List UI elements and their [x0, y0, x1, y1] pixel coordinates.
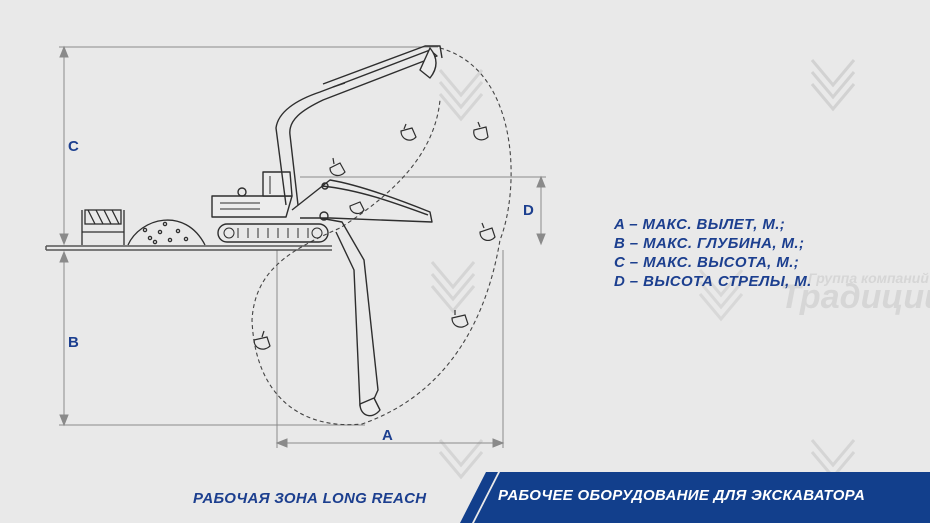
diagram-caption: РАБОЧАЯ ЗОНА LONG REACH [193, 490, 427, 507]
legend-item-d: D – ВЫСОТА СТРЕЛЫ, М. [614, 273, 812, 290]
dimension-c-label: C [68, 138, 79, 155]
chevron-logo-icon [438, 69, 484, 122]
dimension-b-label: B [68, 334, 79, 351]
barrier-icon [81, 209, 125, 245]
bucket-positions [253, 121, 496, 350]
dimension-a-label: A [382, 427, 393, 444]
banner [460, 472, 930, 523]
watermark-main: Традиции [780, 278, 930, 316]
working-zone-envelope [251, 47, 512, 426]
soil-pile-icon [127, 219, 206, 246]
chevron-logo-icon [810, 59, 856, 112]
legend-item-c: C – МАКС. ВЫСОТА, М.; [614, 254, 800, 271]
watermark: Группа компаний Традиции [780, 270, 930, 317]
chevron-logo-icon [430, 261, 476, 314]
excavator-icon [211, 45, 443, 417]
dimension-d-label: D [523, 202, 534, 219]
legend: A – МАКС. ВЫЛЕТ, М.; B – МАКС. ГЛУБИНА, … [614, 215, 812, 291]
legend-item-b: B – МАКС. ГЛУБИНА, М.; [614, 235, 805, 252]
chevron-logo-icon [698, 269, 744, 322]
chevron-logo-icon [438, 439, 484, 480]
ground-line [45, 245, 332, 251]
legend-item-a: A – МАКС. ВЫЛЕТ, М.; [614, 216, 786, 233]
banner-title: РАБОЧЕЕ ОБОРУДОВАНИЕ ДЛЯ ЭКСКАВАТОРА [498, 487, 866, 504]
dimension-lines [59, 45, 546, 448]
watermark-top: Группа компаний [808, 270, 929, 286]
